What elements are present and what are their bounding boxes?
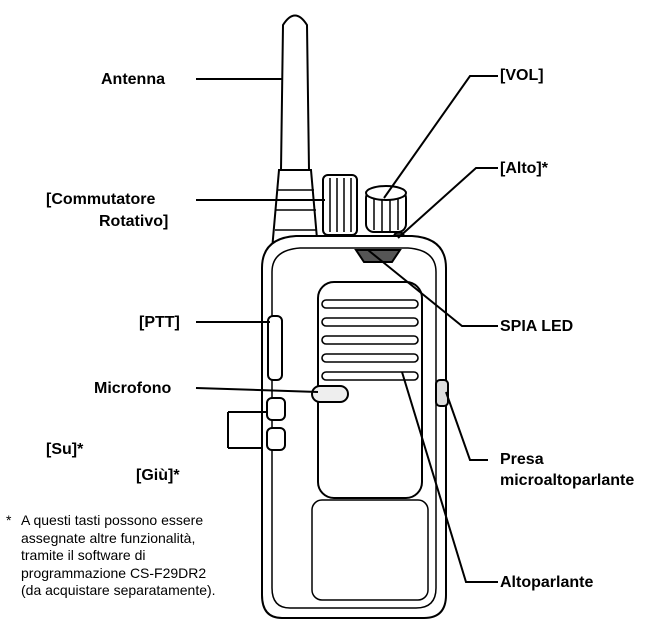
footnote-line-3: tramite il software di (21, 547, 146, 563)
label-rotary-1: [Commutatore (46, 191, 156, 208)
leader-lines (195, 75, 498, 583)
leader-vol (383, 75, 498, 199)
label-rotary-2: Rotativo] (99, 213, 169, 230)
leader-led (367, 249, 498, 327)
label-speaker: Altoparlante (500, 574, 594, 591)
label-led: SPIA LED (500, 318, 574, 335)
label-down: [Giù]* (136, 467, 180, 484)
footnote-line-5: (da acquistare separatamente). (21, 582, 216, 598)
radio-body-drawing (261, 235, 449, 619)
footnote-line-1: A questi tasti possono essere (21, 512, 204, 528)
label-top: [Alto]* (500, 160, 548, 177)
label-jack-2: microaltoparlante (500, 472, 635, 489)
label-ptt: [PTT] (139, 314, 180, 331)
label-vol: [VOL] (500, 67, 544, 84)
leader-speaker (401, 371, 498, 583)
footnote-star: * (6, 512, 12, 528)
label-antenna: Antenna (101, 71, 165, 88)
leader-microphone (195, 387, 319, 393)
footnote-line-2: assegnate altre funzionalità, (21, 529, 196, 546)
rotary-knob-drawing (322, 174, 358, 236)
leader-jack (445, 391, 488, 461)
footnote-line-4: programmazione CS-F29DR2 (21, 564, 207, 581)
volume-knob-drawing (365, 185, 407, 243)
antenna-drawing (270, 14, 320, 251)
label-jack-1: Presa (500, 451, 544, 468)
leader-up-down (227, 411, 266, 449)
label-up: [Su]* (46, 441, 84, 458)
speaker-grille-drawing (321, 299, 419, 381)
label-microphone: Microfono (94, 380, 172, 397)
leader-top (397, 167, 498, 239)
